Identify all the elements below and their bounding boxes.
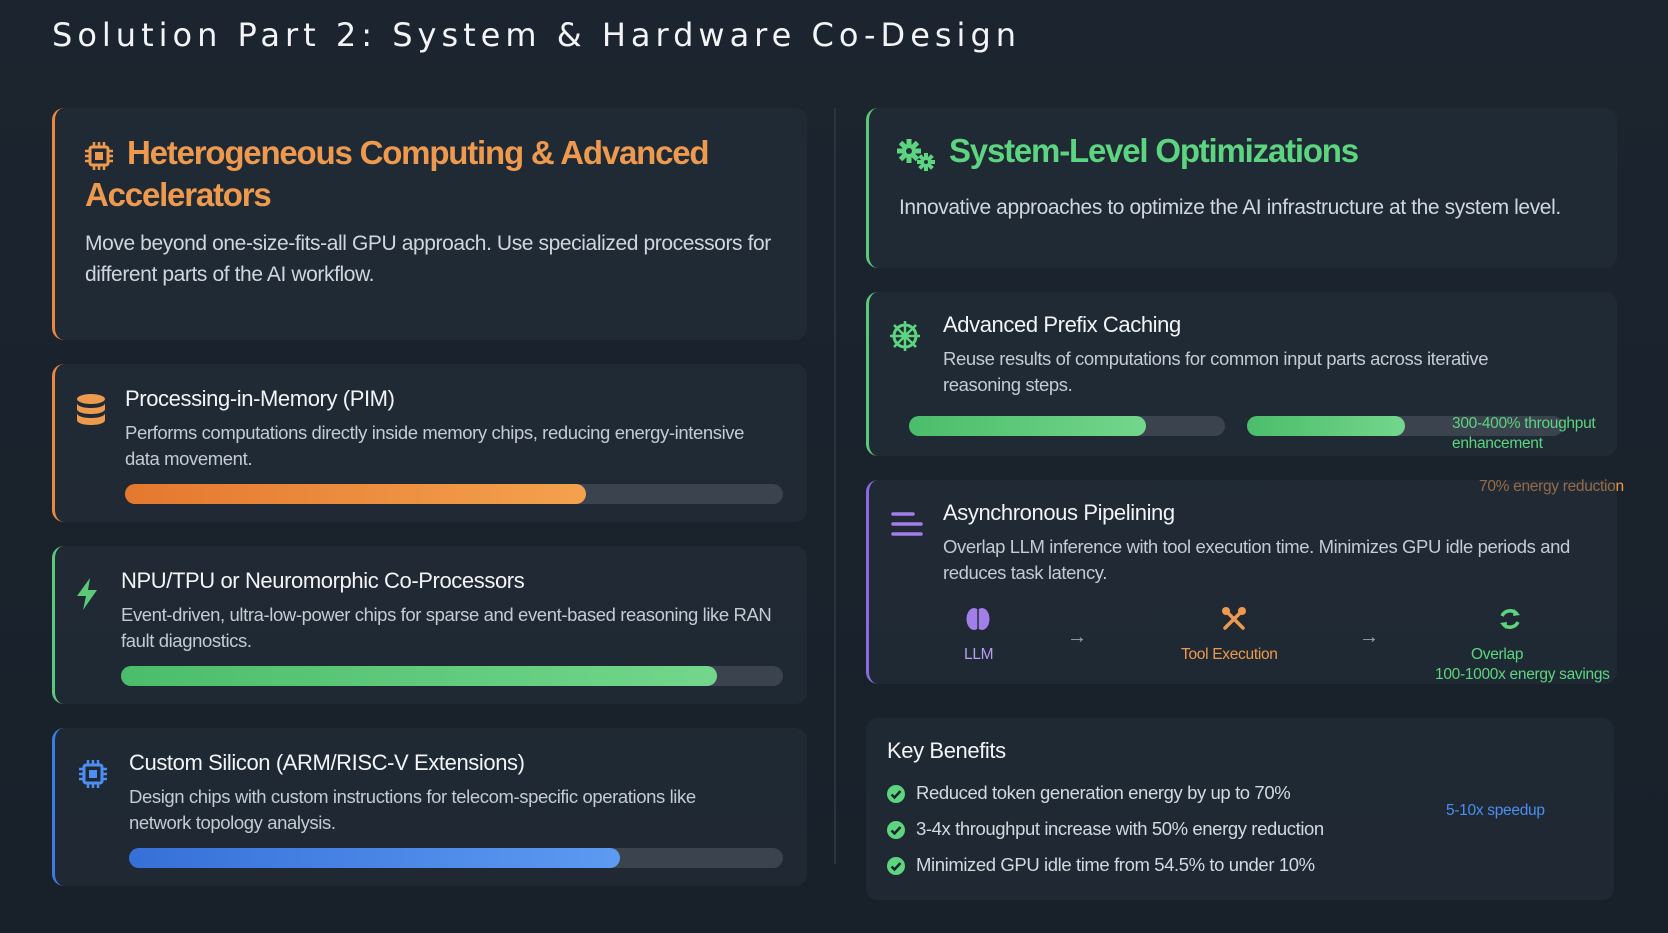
system-level-card: System-Level Optimizations Innovative ap… xyxy=(866,108,1617,268)
pim-desc-line2: data movement. xyxy=(125,448,253,469)
custom-silicon-title: Custom Silicon (ARM/RISC-V Extensions) xyxy=(129,750,525,775)
chip-icon xyxy=(83,140,115,177)
throughput-label-line1: 300-400% throughput xyxy=(1452,415,1596,432)
check-circle-icon xyxy=(886,856,906,881)
async-pipelining-title: Asynchronous Pipelining xyxy=(943,500,1175,525)
arrow-right-icon: → xyxy=(1359,626,1379,648)
llm-step-label: LLM xyxy=(964,646,994,663)
heterogeneous-desc-line2: different parts of the AI workflow. xyxy=(85,263,375,286)
heterogeneous-card: Heterogeneous Computing & Advanced Accel… xyxy=(52,108,807,340)
gears-icon xyxy=(895,138,937,177)
heterogeneous-heading-line2: Accelerators xyxy=(85,176,272,213)
npu-progress-fill xyxy=(121,666,717,686)
npu-title: NPU/TPU or Neuromorphic Co-Processors xyxy=(121,568,525,593)
npu-card: NPU/TPU or Neuromorphic Co-Processors Ev… xyxy=(52,546,807,704)
caching-bar-2-fill xyxy=(1247,416,1405,436)
prefix-caching-card: Advanced Prefix Caching Reuse results of… xyxy=(866,292,1617,456)
tools-icon xyxy=(1221,606,1247,637)
energy-savings-label: 100-1000x energy savings xyxy=(1435,666,1610,683)
custom-silicon-desc-line1: Design chips with custom instructions fo… xyxy=(129,786,696,807)
speedup-label: 5-10x speedup xyxy=(1446,802,1545,819)
pim-progress-bar xyxy=(125,484,783,504)
check-circle-icon xyxy=(886,784,906,809)
arrow-right-icon: → xyxy=(1067,626,1087,648)
custom-silicon-desc-line2: network topology analysis. xyxy=(129,812,336,833)
pim-progress-fill xyxy=(125,484,586,504)
heterogeneous-desc-line1: Move beyond one-size-fits-all GPU approa… xyxy=(85,232,771,255)
overlap-step-label: Overlap xyxy=(1471,646,1524,663)
prefix-caching-desc-line1: Reuse results of computations for common… xyxy=(943,348,1489,369)
settings-wheel-icon xyxy=(889,320,921,357)
system-level-desc: Innovative approaches to optimize the AI… xyxy=(899,196,1561,219)
npu-desc-line1: Event-driven, ultra-low-power chips for … xyxy=(121,604,772,625)
async-pipelining-card: Asynchronous Pipelining Overlap LLM infe… xyxy=(866,480,1617,684)
custom-silicon-card: Custom Silicon (ARM/RISC-V Extensions) D… xyxy=(52,728,807,886)
energy-reduction-label: 70% energy reduction xyxy=(1479,478,1624,495)
prefix-caching-title: Advanced Prefix Caching xyxy=(943,312,1181,337)
pim-title: Processing-in-Memory (PIM) xyxy=(125,386,395,411)
brain-icon xyxy=(965,606,991,637)
benefit-item: 3-4x throughput increase with 50% energy… xyxy=(916,818,1324,839)
benefit-item: Minimized GPU idle time from 54.5% to un… xyxy=(916,854,1315,875)
system-level-heading: System-Level Optimizations xyxy=(949,132,1359,169)
benefit-item: Reduced token generation energy by up to… xyxy=(916,782,1291,803)
caching-bar-2 xyxy=(1247,416,1563,436)
caching-bar-1 xyxy=(909,416,1225,436)
throughput-label-line2: enhancement xyxy=(1452,435,1543,452)
tool-execution-step-label: Tool Execution xyxy=(1181,646,1278,663)
custom-silicon-progress-bar xyxy=(129,848,783,868)
caching-bar-1-fill xyxy=(909,416,1146,436)
npu-desc-line2: fault diagnostics. xyxy=(121,630,252,651)
pim-card: Processing-in-Memory (PIM) Performs comp… xyxy=(52,364,807,522)
check-circle-icon xyxy=(886,820,906,845)
heterogeneous-heading-line1: Heterogeneous Computing & Advanced xyxy=(127,134,710,171)
list-lines-icon xyxy=(891,510,923,543)
sync-icon xyxy=(1497,606,1523,637)
database-icon xyxy=(75,392,107,433)
lightning-icon xyxy=(73,576,101,617)
pim-desc-line1: Performs computations directly inside me… xyxy=(125,422,745,443)
key-benefits-title: Key Benefits xyxy=(887,738,1006,763)
npu-progress-bar xyxy=(121,666,783,686)
page-title: Solution Part 2: System & Hardware Co-De… xyxy=(52,16,1022,54)
cpu-icon xyxy=(77,758,109,795)
async-pipelining-desc-line1: Overlap LLM inference with tool executio… xyxy=(943,536,1570,557)
async-pipelining-desc-line2: reduces task latency. xyxy=(943,562,1108,583)
prefix-caching-desc-line2: reasoning steps. xyxy=(943,374,1073,395)
column-divider xyxy=(834,108,836,864)
key-benefits-card: Key Benefits Reduced token generation en… xyxy=(866,718,1614,900)
custom-silicon-progress-fill xyxy=(129,848,620,868)
